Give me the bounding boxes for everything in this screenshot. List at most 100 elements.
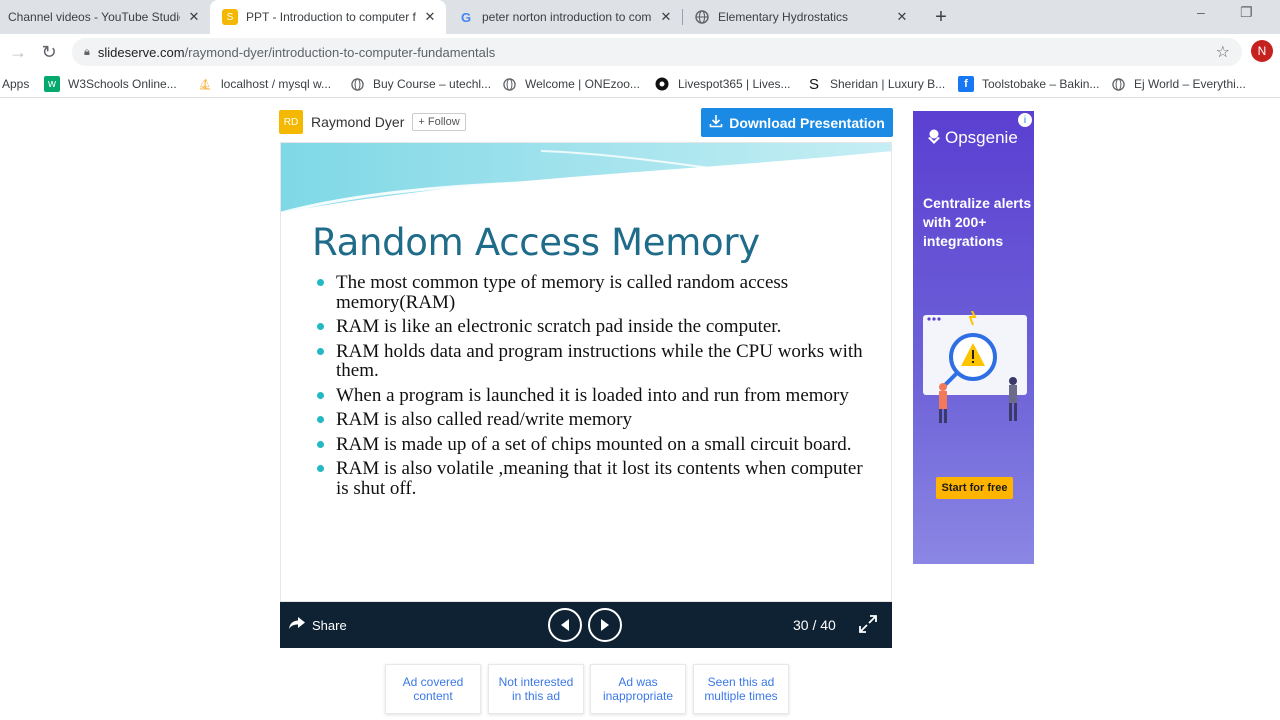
list-item: RAM is also volatile ,meaning that it lo…: [317, 459, 877, 498]
close-icon[interactable]: ✕: [424, 9, 436, 24]
restore-icon[interactable]: ❐: [1240, 4, 1253, 20]
browser-toolbar: → ↻ 🔒︎ slideserve.com/raymond-dyer/intro…: [0, 34, 1280, 70]
share-label: Share: [312, 618, 347, 633]
livespot-icon: [654, 76, 670, 92]
minimize-icon[interactable]: –: [1197, 4, 1205, 20]
download-icon: [709, 114, 723, 131]
close-icon[interactable]: ✕: [188, 9, 200, 24]
author-row: RD Raymond Dyer + Follow: [279, 110, 466, 134]
tab-title: peter norton introduction to com: [482, 10, 652, 24]
list-item: When a program is launched it is loaded …: [317, 385, 877, 406]
slideserve-icon: S: [222, 9, 238, 25]
bullet-dot: [317, 440, 324, 448]
bullet-dot: [317, 465, 324, 472]
lock-icon: 🔒︎: [84, 45, 90, 58]
next-triangle-icon: [601, 619, 609, 631]
tab-elementary-hydrostatics[interactable]: Elementary Hydrostatics ✕: [682, 0, 918, 34]
url-path: /raymond-dyer/introduction-to-computer-f…: [184, 44, 496, 60]
close-icon[interactable]: ✕: [660, 9, 672, 24]
bullet-dot: [317, 323, 324, 330]
bookmark-livespot365[interactable]: Livespot365 | Lives...: [654, 76, 791, 92]
bookmark-w3schools[interactable]: w W3Schools Online...: [44, 76, 177, 92]
profile-avatar[interactable]: N: [1251, 40, 1273, 62]
bullet-text: RAM is made up of a set of chips mounted…: [336, 433, 852, 455]
tab-google-search[interactable]: G peter norton introduction to com ✕: [446, 0, 682, 34]
bookmark-label: Buy Course – utechl...: [373, 77, 492, 91]
bookmark-label: Toolstobake – Bakin...: [982, 77, 1100, 91]
ad-feedback-seen-multiple-times[interactable]: Seen this ad multiple times: [693, 664, 789, 714]
address-bar[interactable]: 🔒︎ slideserve.com/raymond-dyer/introduct…: [72, 38, 1242, 66]
bookmark-label: Apps: [2, 77, 30, 91]
opsgenie-advertisement[interactable]: i Opsgenie Centralize alerts with 200+ i…: [913, 111, 1034, 564]
bookmark-apps[interactable]: Apps: [2, 76, 29, 92]
ad-feedback-inappropriate[interactable]: Ad was inappropriate: [590, 664, 686, 714]
reload-icon[interactable]: ↻: [41, 41, 57, 62]
tab-youtube-studio[interactable]: Channel videos - YouTube Studio ✕: [0, 0, 210, 34]
globe-icon: [1110, 76, 1126, 92]
bookmark-label: Welcome | ONEzoo...: [525, 77, 640, 91]
slide-bullet-list: The most common type of memory is called…: [317, 273, 877, 503]
prev-triangle-icon: [561, 619, 569, 631]
share-arrow-icon: [288, 616, 306, 635]
tab-title: PPT - Introduction to computer f: [246, 10, 416, 24]
back-arrow-icon[interactable]: →: [9, 41, 27, 62]
list-item: RAM is made up of a set of chips mounted…: [317, 433, 877, 455]
ad-brand: Opsgenie: [927, 128, 1018, 148]
ad-feedback-not-interested[interactable]: Not interested in this ad: [488, 664, 584, 714]
list-item: RAM holds data and program instructions …: [317, 341, 877, 381]
slide-title: Random Access Memory: [312, 221, 760, 264]
fullscreen-expand-icon[interactable]: [858, 614, 878, 639]
slide-viewer[interactable]: Random Access Memory The most common typ…: [280, 142, 892, 602]
bookmark-ej-world[interactable]: Ej World – Everythi...: [1110, 76, 1246, 92]
author-avatar[interactable]: RD: [279, 110, 303, 134]
bullet-text: The most common type of memory is called…: [336, 272, 789, 313]
ad-headline: Centralize alerts with 200+ integrations: [923, 195, 1032, 249]
ad-feedback-covered-content[interactable]: Ad covered content: [385, 664, 481, 714]
bookmark-label: Livespot365 | Lives...: [678, 77, 791, 91]
phpmyadmin-icon: ⛵︎: [198, 78, 212, 91]
tab-strip: Channel videos - YouTube Studio ✕ S PPT …: [0, 0, 1280, 34]
bookmark-localhost-mysql[interactable]: ⛵︎ localhost / mysql w...: [197, 76, 331, 92]
bullet-text: RAM is like an electronic scratch pad in…: [336, 316, 782, 337]
list-item: RAM is also called read/write memory: [317, 410, 877, 430]
download-presentation-button[interactable]: Download Presentation: [701, 108, 893, 137]
author-name[interactable]: Raymond Dyer: [311, 114, 405, 130]
tab-slideserve[interactable]: S PPT - Introduction to computer f ✕: [210, 0, 446, 34]
bookmark-onezoo[interactable]: Welcome | ONEzoo...: [501, 76, 640, 92]
slide-controls-bar: Share 30 / 40: [280, 602, 892, 648]
tab-title: Elementary Hydrostatics: [718, 10, 849, 24]
tab-divider: [682, 9, 683, 25]
alert-illustration-icon: [923, 311, 1027, 423]
globe-icon: [694, 9, 710, 25]
bullet-text: RAM is also volatile ,meaning that it lo…: [336, 458, 863, 499]
globe-icon: [501, 76, 517, 92]
bookmark-label: Sheridan | Luxury B...: [830, 77, 946, 91]
previous-slide-button[interactable]: [548, 608, 582, 642]
bookmark-buy-course[interactable]: Buy Course – utechl...: [349, 76, 491, 92]
bookmark-star-icon[interactable]: ☆: [1215, 44, 1230, 61]
bookmark-label: W3Schools Online...: [68, 77, 177, 91]
google-icon: G: [460, 9, 472, 25]
globe-icon: [349, 76, 365, 92]
new-tab-plus-icon[interactable]: +: [935, 5, 947, 28]
opsgenie-logo-icon: [927, 129, 941, 148]
w3schools-icon: w: [44, 76, 60, 92]
ad-start-for-free-button[interactable]: Start for free: [936, 477, 1013, 499]
bookmark-label: localhost / mysql w...: [221, 77, 332, 91]
close-icon[interactable]: ✕: [896, 9, 908, 24]
bullet-text: RAM is also called read/write memory: [336, 409, 633, 430]
bookmark-label: Ej World – Everythi...: [1134, 77, 1246, 91]
download-label: Download Presentation: [729, 114, 885, 131]
ad-brand-name: Opsgenie: [945, 128, 1018, 147]
share-button[interactable]: Share: [288, 616, 347, 635]
tab-title: Channel videos - YouTube Studio: [8, 10, 180, 24]
follow-button[interactable]: + Follow: [412, 113, 466, 131]
ad-info-icon[interactable]: i: [1018, 113, 1032, 127]
next-slide-button[interactable]: [588, 608, 622, 642]
bullet-dot: [317, 391, 324, 399]
slide-header-wave: [281, 143, 891, 215]
bookmarks-bar: Apps w W3Schools Online... ⛵︎ localhost / …: [0, 70, 1280, 98]
bullet-dot: [317, 279, 324, 286]
